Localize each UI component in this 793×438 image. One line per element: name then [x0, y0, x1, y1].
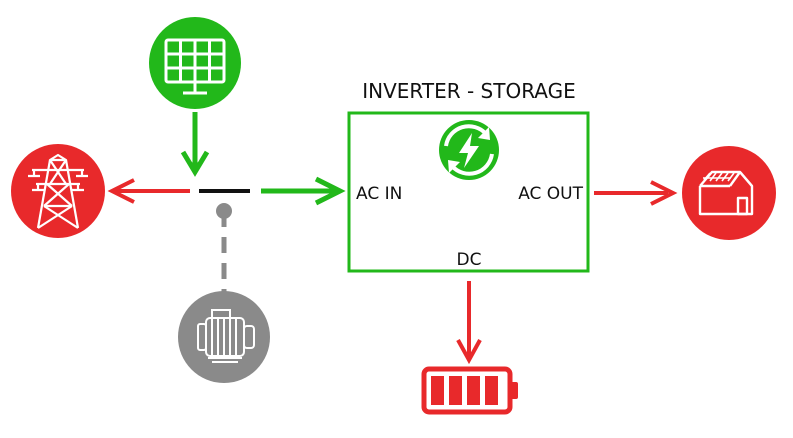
grid-node — [11, 144, 105, 238]
dc-label: DC — [457, 250, 482, 270]
generator-node — [178, 291, 270, 383]
ac-out-label: AC OUT — [518, 184, 583, 204]
inverter-to-house-arrow — [594, 180, 678, 206]
battery-icon — [421, 366, 518, 415]
inverter-to-battery-arrow — [456, 281, 482, 365]
inverter-storage-box: INVERTER - STORAGE AC IN AC OUT DC — [347, 79, 590, 273]
solar-panel-icon — [164, 38, 226, 95]
solar-to-bus-arrowhead — [180, 150, 210, 177]
power-pylon-icon — [28, 153, 88, 229]
inverter-title: INVERTER - STORAGE — [362, 79, 576, 103]
ac-in-label: AC IN — [356, 184, 402, 204]
recycle-bolt-icon — [439, 120, 499, 180]
house-node — [682, 146, 776, 240]
bus-to-grid-arrow — [107, 178, 190, 204]
house-solar-roof-icon — [698, 170, 754, 216]
generator-icon — [197, 309, 255, 363]
bus-to-inverter-arrow — [261, 176, 346, 206]
generator-connection — [216, 203, 232, 300]
solar-node — [149, 17, 241, 109]
